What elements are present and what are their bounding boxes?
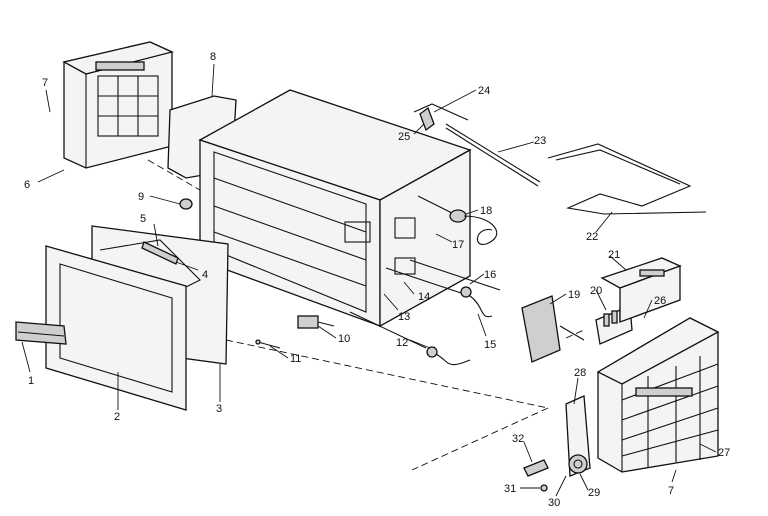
alignment-lines: [147, 159, 585, 471]
callout-26: 26: [654, 295, 666, 307]
element-bracket: [413, 103, 469, 132]
control-top-panel: [600, 257, 682, 323]
right-end-panel: [596, 317, 720, 473]
callout-20: 20: [590, 285, 602, 297]
control-knob-assembly: [523, 454, 588, 492]
callout-15: 15: [484, 339, 496, 351]
callout-23: 23: [534, 135, 546, 147]
callout-9: 9: [138, 191, 144, 203]
hinge-bar: [141, 241, 179, 265]
callout-31: 31: [504, 483, 516, 495]
callout-21: 21: [608, 249, 620, 261]
heating-rods: [385, 259, 501, 318]
lower-heating-element: [547, 143, 707, 215]
callout-8: 8: [210, 51, 216, 63]
callout-24: 24: [478, 85, 490, 97]
oven-cavity: [198, 89, 472, 328]
callout-10: 10: [338, 333, 350, 345]
callout-14: 14: [418, 291, 430, 303]
callout-25: 25: [398, 131, 410, 143]
callout-3: 3: [216, 403, 222, 415]
door-handle: [15, 321, 67, 345]
callout-29: 29: [588, 487, 600, 499]
callout-1: 1: [28, 375, 34, 387]
callout-18: 18: [480, 205, 492, 217]
callout-32: 32: [512, 433, 524, 445]
callout-12: 12: [396, 337, 408, 349]
callout-22: 22: [586, 231, 598, 243]
callout-labels: 1 2 3 4 5 6 7 7 8 9 10 11 12 13 14 15 16…: [24, 51, 730, 509]
callout-6: 6: [24, 179, 30, 191]
callout-27: 27: [718, 447, 730, 459]
knob-9: [179, 198, 193, 210]
callout-7-bottom: 7: [668, 485, 674, 497]
callout-30: 30: [548, 497, 560, 509]
thermostat: [521, 295, 585, 363]
callout-7-top: 7: [42, 77, 48, 89]
callout-2: 2: [114, 411, 120, 423]
callout-5: 5: [140, 213, 146, 225]
callout-13: 13: [398, 311, 410, 323]
upper-connector: [417, 195, 498, 245]
control-bracket: [565, 395, 591, 477]
callout-28: 28: [574, 367, 586, 379]
upper-element-rod: [445, 123, 541, 187]
callout-19: 19: [568, 289, 580, 301]
leader-lines: [21, 63, 717, 497]
rod-11: [255, 339, 281, 349]
switch-part-10: [297, 315, 335, 329]
callout-4: 4: [202, 269, 208, 281]
probe-12: [349, 311, 471, 366]
left-end-panel: [62, 41, 174, 169]
callout-11: 11: [290, 353, 301, 365]
callout-17: 17: [452, 239, 464, 251]
callout-16: 16: [484, 269, 496, 281]
